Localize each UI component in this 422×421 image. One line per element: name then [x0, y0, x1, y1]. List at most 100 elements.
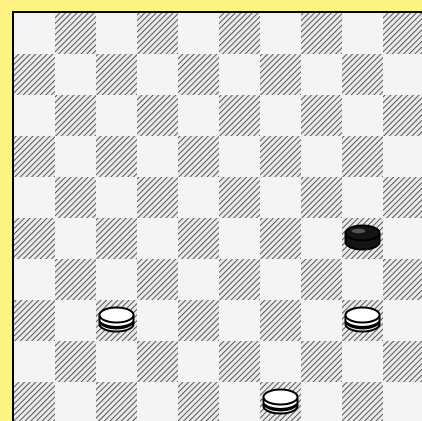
- dark-square[interactable]: [178, 382, 219, 421]
- light-square: [178, 95, 219, 136]
- light-square: [137, 136, 178, 177]
- dark-square[interactable]: [178, 136, 219, 177]
- dark-square[interactable]: [219, 95, 260, 136]
- dark-square[interactable]: [301, 259, 342, 300]
- dark-square[interactable]: [14, 54, 55, 95]
- dark-square[interactable]: [96, 218, 137, 259]
- dark-square[interactable]: [260, 218, 301, 259]
- light-square: [96, 177, 137, 218]
- checkers-board[interactable]: [12, 11, 422, 421]
- dark-square[interactable]: [260, 300, 301, 341]
- light-square: [178, 177, 219, 218]
- light-square: [96, 13, 137, 54]
- dark-square[interactable]: [55, 13, 96, 54]
- light-square: [137, 382, 178, 421]
- dark-square[interactable]: [55, 341, 96, 382]
- dark-square[interactable]: [301, 95, 342, 136]
- dark-square[interactable]: [301, 13, 342, 54]
- light-square: [219, 300, 260, 341]
- dark-square[interactable]: [178, 300, 219, 341]
- light-square: [14, 177, 55, 218]
- light-square: [14, 341, 55, 382]
- light-square: [178, 259, 219, 300]
- light-square: [55, 218, 96, 259]
- dark-square[interactable]: [219, 259, 260, 300]
- dark-square[interactable]: [301, 341, 342, 382]
- light-square: [137, 54, 178, 95]
- light-square: [260, 13, 301, 54]
- dark-square[interactable]: [383, 13, 422, 54]
- dark-square[interactable]: [14, 300, 55, 341]
- light-square: [342, 259, 383, 300]
- dark-square[interactable]: [342, 136, 383, 177]
- light-square: [137, 300, 178, 341]
- light-square: [301, 218, 342, 259]
- dark-square[interactable]: [383, 95, 422, 136]
- dark-square[interactable]: [260, 136, 301, 177]
- light-square: [260, 341, 301, 382]
- dark-square[interactable]: [178, 218, 219, 259]
- dark-square[interactable]: [137, 341, 178, 382]
- light-square: [260, 177, 301, 218]
- dark-square[interactable]: [137, 13, 178, 54]
- light-square: [383, 54, 422, 95]
- light-square: [383, 136, 422, 177]
- light-square: [55, 382, 96, 421]
- light-square: [342, 95, 383, 136]
- light-square: [14, 95, 55, 136]
- dark-square[interactable]: [219, 177, 260, 218]
- dark-square[interactable]: [96, 54, 137, 95]
- white-checker-piece[interactable]: [100, 308, 134, 332]
- dark-square[interactable]: [383, 259, 422, 300]
- dark-square[interactable]: [301, 177, 342, 218]
- light-square: [383, 382, 422, 421]
- light-square: [219, 218, 260, 259]
- light-square: [178, 13, 219, 54]
- dark-square[interactable]: [383, 177, 422, 218]
- dark-square[interactable]: [14, 218, 55, 259]
- dark-square[interactable]: [178, 54, 219, 95]
- light-square: [260, 259, 301, 300]
- light-square: [383, 218, 422, 259]
- light-square: [342, 13, 383, 54]
- light-square: [383, 300, 422, 341]
- dark-square[interactable]: [55, 177, 96, 218]
- light-square: [219, 382, 260, 421]
- dark-square[interactable]: [14, 382, 55, 421]
- light-square: [219, 54, 260, 95]
- light-square: [55, 54, 96, 95]
- black-checker-piece[interactable]: [346, 226, 380, 250]
- dark-square[interactable]: [260, 54, 301, 95]
- light-square: [260, 95, 301, 136]
- light-square: [342, 177, 383, 218]
- dark-square[interactable]: [383, 341, 422, 382]
- dark-square[interactable]: [137, 95, 178, 136]
- light-square: [96, 259, 137, 300]
- dark-square[interactable]: [219, 341, 260, 382]
- dark-square[interactable]: [14, 136, 55, 177]
- white-checker-piece[interactable]: [264, 390, 298, 414]
- dark-square[interactable]: [137, 177, 178, 218]
- dark-square[interactable]: [55, 259, 96, 300]
- light-square: [55, 300, 96, 341]
- dark-square[interactable]: [137, 259, 178, 300]
- light-square: [55, 136, 96, 177]
- dark-square[interactable]: [96, 136, 137, 177]
- light-square: [14, 259, 55, 300]
- light-square: [301, 54, 342, 95]
- light-square: [96, 95, 137, 136]
- light-square: [301, 136, 342, 177]
- dark-square[interactable]: [342, 382, 383, 421]
- light-square: [301, 300, 342, 341]
- light-square: [137, 218, 178, 259]
- dark-square[interactable]: [219, 13, 260, 54]
- light-square: [342, 341, 383, 382]
- light-square: [14, 13, 55, 54]
- dark-square[interactable]: [342, 54, 383, 95]
- dark-square[interactable]: [96, 382, 137, 421]
- white-checker-piece[interactable]: [346, 308, 380, 332]
- board-grid[interactable]: [14, 13, 422, 421]
- light-square: [96, 341, 137, 382]
- dark-square[interactable]: [55, 95, 96, 136]
